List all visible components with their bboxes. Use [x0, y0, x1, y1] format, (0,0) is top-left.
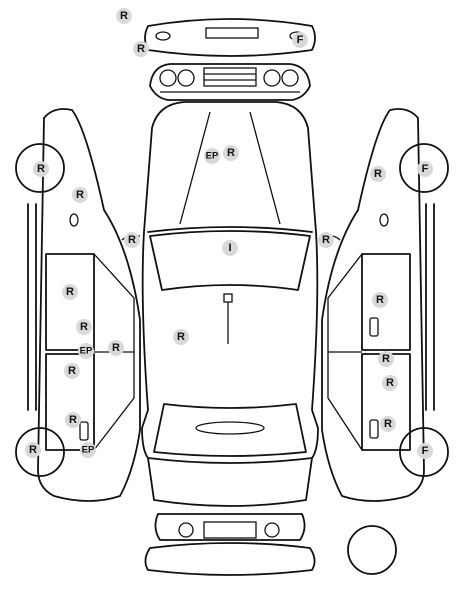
badge-front-bumper-3[interactable]: F	[292, 32, 308, 48]
badge-roof[interactable]: R	[173, 329, 189, 345]
badge-hood-ep[interactable]: EP	[204, 148, 220, 164]
badge-front-bumper-1[interactable]: R	[116, 8, 132, 24]
svg-text:R: R	[80, 321, 88, 333]
badge-left-rear-wheel[interactable]: R	[25, 442, 41, 458]
badge-right-front-wheel[interactable]: F	[417, 161, 433, 177]
svg-text:EP: EP	[80, 346, 93, 357]
svg-text:R: R	[384, 418, 392, 430]
left-side-view	[15, 108, 141, 502]
svg-text:I: I	[228, 242, 231, 254]
rear-bumper	[144, 542, 316, 576]
badge-right-front-door[interactable]: R	[372, 292, 388, 308]
badge-right-front-fender[interactable]: R	[370, 166, 386, 182]
svg-text:F: F	[297, 34, 304, 46]
badge-front-bumper-2[interactable]: R	[133, 41, 149, 57]
svg-text:EP: EP	[206, 151, 219, 162]
badge-left-sill-ep[interactable]: EP	[78, 343, 94, 359]
badge-left-front-fender[interactable]: R	[72, 187, 88, 203]
badge-mirror-left[interactable]: R	[124, 232, 140, 248]
svg-text:R: R	[322, 234, 330, 246]
svg-text:R: R	[76, 189, 84, 201]
badge-left-rear-quarter[interactable]: R	[65, 412, 81, 428]
svg-text:R: R	[382, 353, 390, 365]
svg-text:R: R	[29, 444, 37, 456]
svg-text:R: R	[137, 43, 145, 55]
svg-text:R: R	[386, 377, 394, 389]
svg-text:R: R	[177, 331, 185, 343]
svg-text:R: R	[37, 163, 45, 175]
svg-text:EP: EP	[82, 445, 95, 456]
svg-text:R: R	[120, 10, 128, 22]
badge-left-rear-sill-ep[interactable]: EP	[80, 442, 96, 458]
svg-text:F: F	[422, 445, 429, 457]
badge-left-front-door-2[interactable]: R	[76, 319, 92, 335]
badge-right-rear-door-1[interactable]: R	[378, 351, 394, 367]
svg-text:R: R	[374, 168, 382, 180]
badge-right-rear-quarter[interactable]: R	[380, 416, 396, 432]
badge-right-rear-wheel[interactable]: F	[417, 443, 433, 459]
svg-text:R: R	[112, 342, 120, 354]
svg-text:R: R	[128, 234, 136, 246]
svg-text:R: R	[69, 414, 77, 426]
svg-text:F: F	[422, 163, 429, 175]
badge-mirror-right[interactable]: R	[318, 232, 334, 248]
svg-text:R: R	[376, 294, 384, 306]
svg-text:R: R	[66, 286, 74, 298]
badge-left-front-door-1[interactable]: R	[62, 284, 78, 300]
front-grille	[149, 63, 311, 101]
svg-text:R: R	[68, 365, 76, 377]
badge-hood-r[interactable]: R	[223, 145, 239, 161]
badge-right-rear-door-2[interactable]: R	[382, 375, 398, 391]
car-body	[141, 101, 319, 507]
rear-lights	[154, 513, 306, 541]
spare-tire	[347, 525, 397, 575]
svg-text:R: R	[227, 147, 235, 159]
badge-left-rear-door[interactable]: R	[64, 363, 80, 379]
badge-left-front-wheel[interactable]: R	[33, 161, 49, 177]
badge-windshield[interactable]: I	[222, 240, 238, 256]
front-bumper	[144, 18, 316, 57]
badge-left-sill-r[interactable]: R	[108, 340, 124, 356]
